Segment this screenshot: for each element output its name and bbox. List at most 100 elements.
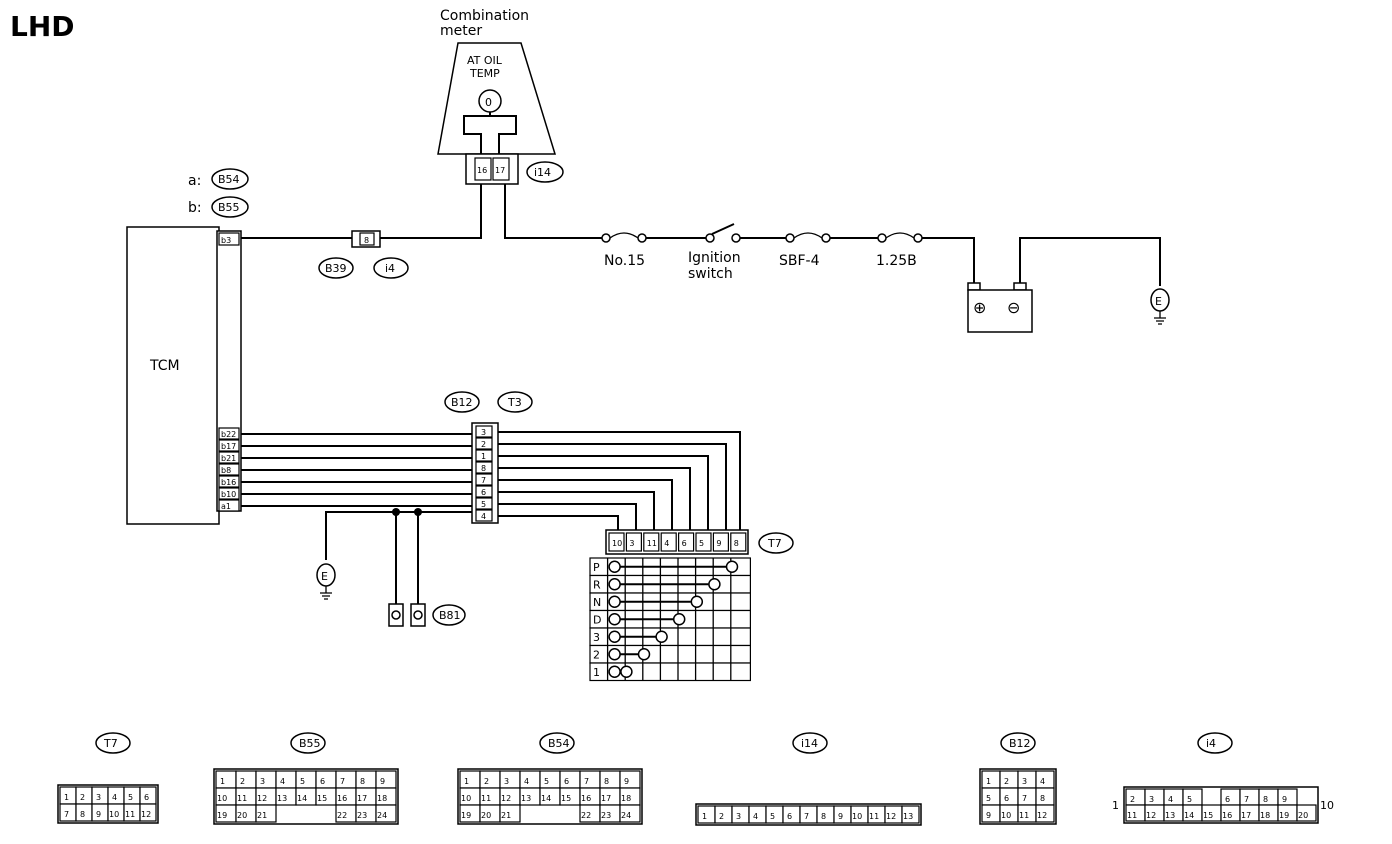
connector-pin: 16 (1222, 811, 1232, 820)
connector-pin: 9 (1282, 795, 1287, 804)
battery-plus: ⊕ (973, 298, 986, 317)
connector-pin: 1 (64, 793, 69, 802)
mid-pin-label: 8 (481, 464, 486, 473)
inhibitor-pin-label: 11 (647, 539, 657, 548)
connector-pin: 4 (112, 793, 117, 802)
meter-name-line1: Combination (440, 8, 529, 24)
connector-pin: 19 (217, 811, 227, 820)
connector-pin: 5 (986, 794, 991, 803)
connector-pin: 1 (464, 777, 469, 786)
connector-pin: 7 (1244, 795, 1249, 804)
mid-pin-label: 1 (481, 452, 486, 461)
gauge-label-line2: TEMP (469, 67, 500, 80)
position-label: R (593, 579, 601, 592)
combination-meter: Combination meter AT OIL TEMP 0 16 17 (437, 8, 557, 185)
tcm-body (126, 226, 220, 525)
connector-pin: 1 (986, 777, 991, 786)
connector-pin: 4 (753, 812, 758, 821)
connector-pin: 2 (240, 777, 245, 786)
connector-pin: 13 (277, 794, 287, 803)
inhibitor-pin-label: 9 (716, 539, 721, 548)
svg-text:B12: B12 (451, 396, 473, 409)
connector-pin: 8 (1263, 795, 1268, 804)
connector-pin: 10 (1320, 799, 1334, 812)
ignition-label-line1: Ignition (688, 250, 741, 266)
connector-pin: 5 (1187, 795, 1192, 804)
svg-text:i4: i4 (385, 262, 395, 275)
mid-pin-label: 2 (481, 440, 486, 449)
meter-pin-left: 16 (477, 166, 487, 175)
tcm-label: TCM (149, 358, 180, 374)
connector-pin: 13 (521, 794, 531, 803)
connector-pin: 5 (544, 777, 549, 786)
connector-pin: 7 (340, 777, 345, 786)
gauge-symbol: 0 (485, 96, 492, 109)
connector-pin: 16 (581, 794, 591, 803)
connector-pin: 15 (317, 794, 327, 803)
connector-pin: 11 (237, 794, 247, 803)
connector-pin: 7 (1022, 794, 1027, 803)
mid-pin-label: 6 (481, 488, 486, 497)
connector-pin: 11 (481, 794, 491, 803)
connector-pin: 15 (1203, 811, 1213, 820)
connector-pin: 9 (96, 810, 101, 819)
connector-pin: 2 (80, 793, 85, 802)
connector-pin: 14 (1184, 811, 1194, 820)
svg-text:8: 8 (364, 236, 369, 245)
position-label: N (593, 596, 601, 609)
connector-pin: 14 (541, 794, 551, 803)
ground-icon: E (1150, 288, 1170, 325)
connector-pin: 8 (360, 777, 365, 786)
connector-pin: 1 (702, 812, 707, 821)
connector-pin: 3 (96, 793, 101, 802)
tcm-pin-label: b8 (221, 466, 231, 475)
connector-pin: 11 (1127, 811, 1137, 820)
connector-pin: 11 (869, 812, 879, 821)
connector-pin: 6 (320, 777, 325, 786)
ref-b81 (432, 604, 466, 626)
connector-pin: 9 (838, 812, 843, 821)
connector-pin: 9 (624, 777, 629, 786)
connector-pin: 22 (337, 811, 347, 820)
connector-pin: 8 (604, 777, 609, 786)
tcm-pin-label: b22 (221, 430, 236, 439)
connector-pin: 12 (257, 794, 267, 803)
connector-pin: 3 (1149, 795, 1154, 804)
connector-pin: 10 (461, 794, 471, 803)
meter-name-line2: meter (440, 23, 482, 39)
ignition-label-line2: switch (688, 266, 733, 282)
connector-pin: 23 (601, 811, 611, 820)
connector-pin: 6 (144, 793, 149, 802)
connector-pin: 5 (300, 777, 305, 786)
tcm-pin-top: b3 (221, 236, 231, 245)
connector-pin: 21 (501, 811, 511, 820)
connector-pin: 4 (1168, 795, 1173, 804)
connector-pin: 9 (986, 811, 991, 820)
connector-pin: 6 (787, 812, 792, 821)
inhibitor-pin-label: 3 (629, 539, 634, 548)
fuse-no15-label: No.15 (604, 253, 645, 269)
connector-pin: 2 (484, 777, 489, 786)
inhibitor-pin-label: 6 (682, 539, 687, 548)
connector-name: T7 (103, 737, 118, 750)
connector-pin: 4 (1040, 777, 1045, 786)
ground-icon: E (316, 563, 336, 600)
connector-pin: 12 (501, 794, 511, 803)
svg-text:T7: T7 (767, 537, 782, 550)
tcm-pin-label: b17 (221, 442, 236, 451)
connector-pin: 2 (1130, 795, 1135, 804)
mid-pin-label: 5 (481, 500, 486, 509)
connector-pin: 20 (237, 811, 247, 820)
mid-pin-label: 3 (481, 428, 486, 437)
svg-text:E: E (321, 570, 328, 583)
connector-pin: 10 (217, 794, 227, 803)
ref-b55 (211, 196, 249, 218)
battery-minus: ⊖ (1007, 298, 1020, 317)
connector-pin: 19 (1279, 811, 1289, 820)
svg-text:b:: b: (188, 200, 202, 216)
ref-b54 (211, 168, 249, 190)
